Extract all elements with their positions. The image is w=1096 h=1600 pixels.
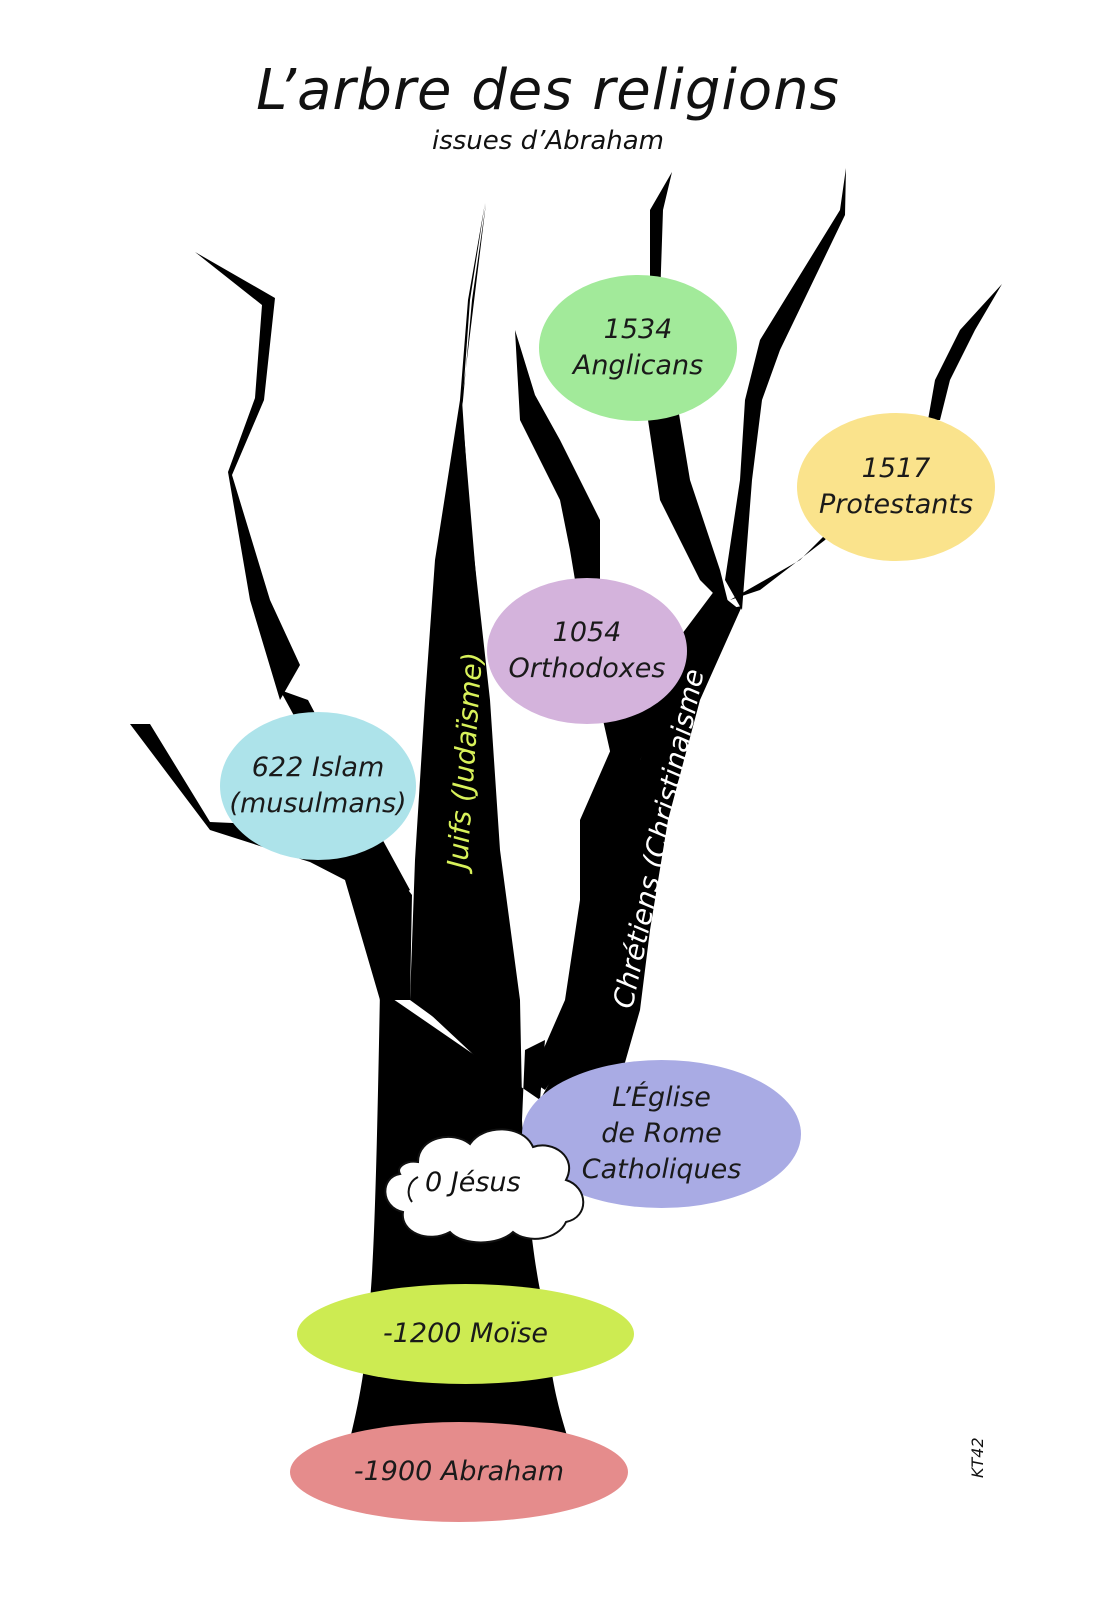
node-anglicans: 1534 Anglicans [539,275,737,421]
node-orthodoxes-line1: 1054 [553,615,622,651]
node-protestants-line2: Protestants [819,487,973,523]
diagram-subtitle: issues d’Abraham [0,126,1096,156]
node-catholiques-line1: L’Église [612,1080,711,1116]
branch-right-upper [725,168,846,610]
node-catholiques-line2: de Rome [601,1116,722,1152]
node-catholiques-line3: Catholiques [582,1152,742,1188]
node-moise-label: -1200 Moïse [383,1316,548,1352]
node-protestants-line1: 1517 [862,451,931,487]
node-islam-line1: 622 Islam [252,750,385,786]
node-protestants: 1517 Protestants [797,413,995,561]
branch-islam-upper [195,252,300,700]
node-anglicans-line2: Anglicans [573,348,703,384]
node-abraham: -1900 Abraham [290,1422,628,1522]
branch-protestants [928,284,1002,420]
node-jesus-label: 0 Jésus [425,1167,521,1198]
node-anglicans-line1: 1534 [604,312,673,348]
node-orthodoxes-line2: Orthodoxes [509,651,666,687]
signature: KT42 [968,1437,987,1478]
node-islam-line2: (musulmans) [229,786,406,822]
node-orthodoxes: 1054 Orthodoxes [487,578,687,724]
diagram-title: L’arbre des religions [0,58,1096,123]
node-moise: -1200 Moïse [297,1284,634,1384]
node-abraham-label: -1900 Abraham [354,1454,564,1490]
node-islam: 622 Islam (musulmans) [220,712,416,860]
